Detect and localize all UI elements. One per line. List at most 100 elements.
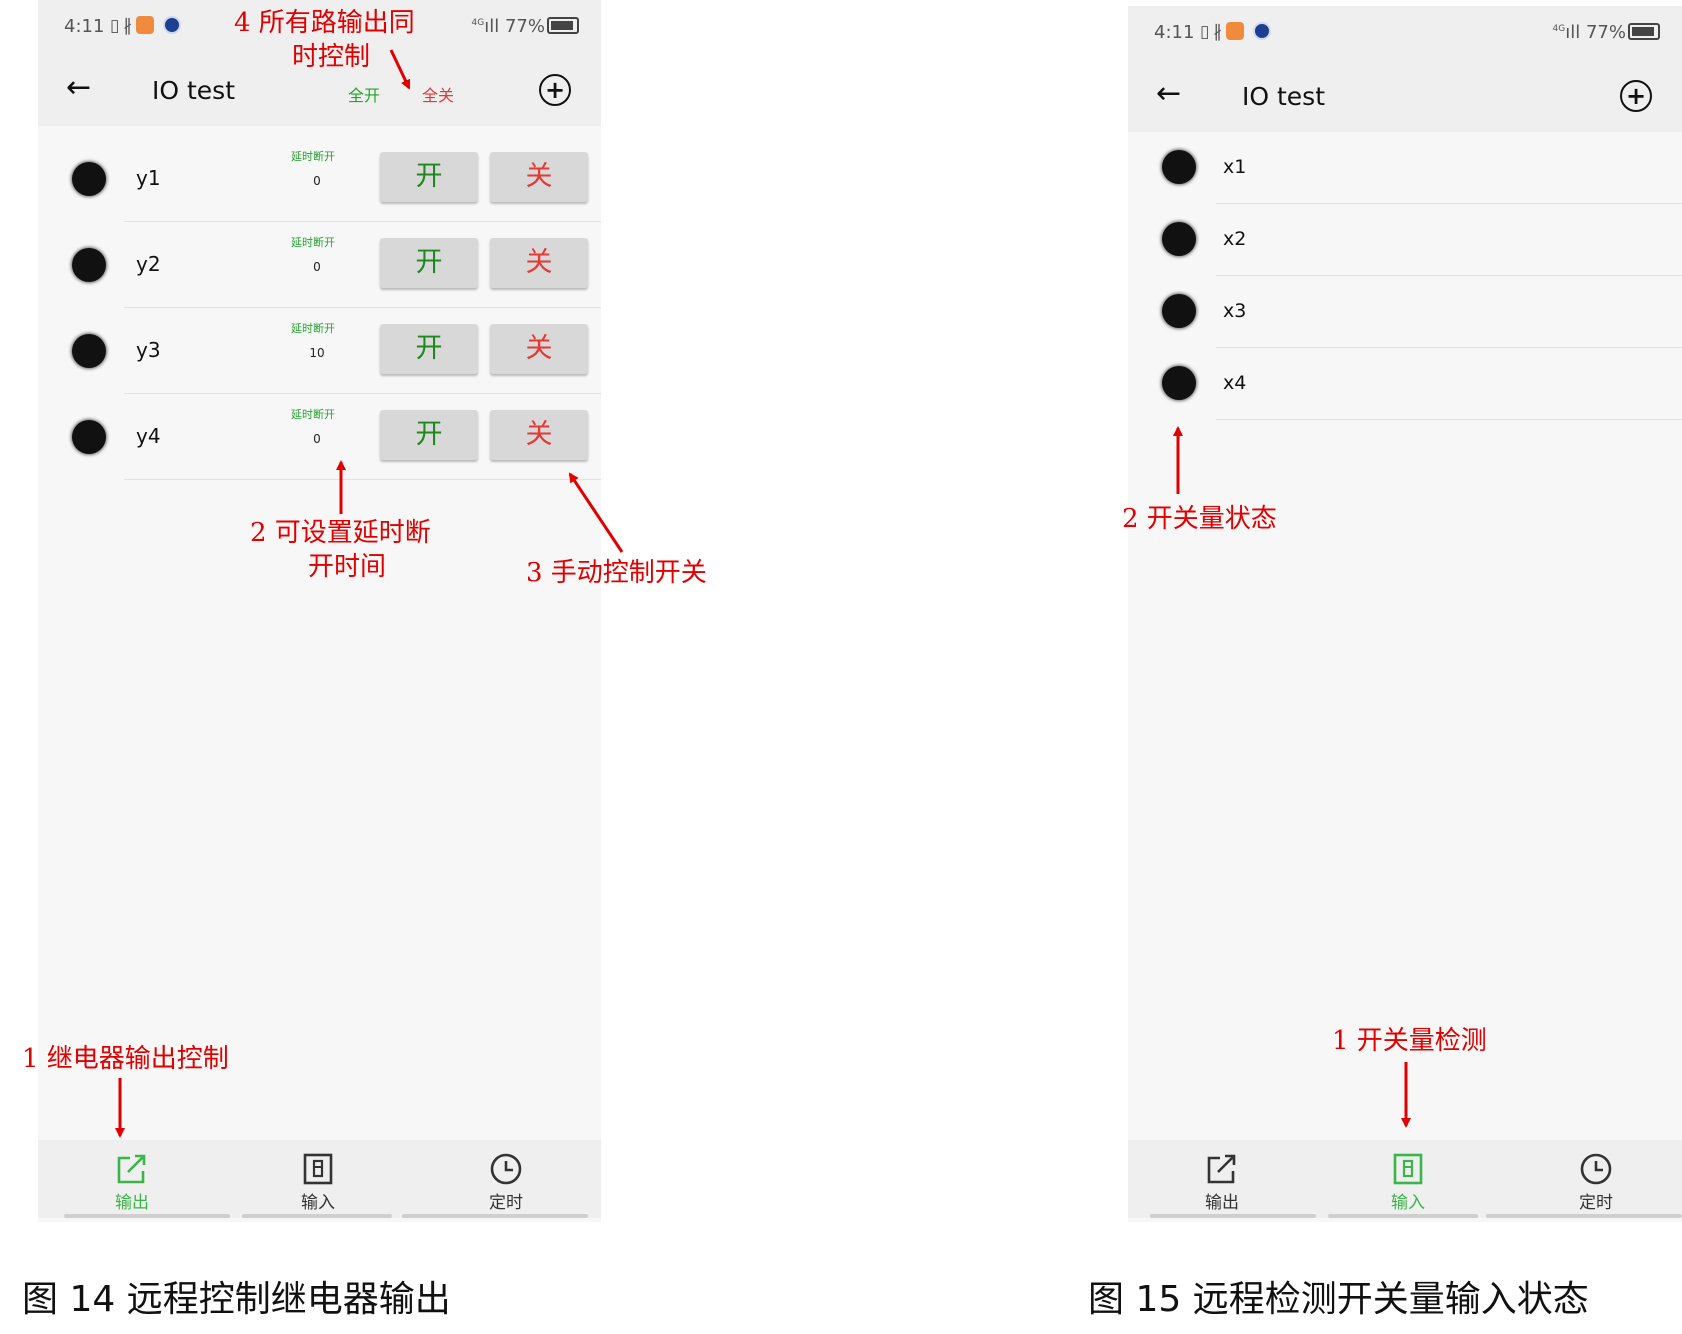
clock-icon	[490, 1153, 522, 1185]
tab-indicator	[1486, 1214, 1682, 1218]
bluetooth-icon: ∦	[123, 16, 136, 36]
network-type: 4G	[471, 18, 485, 28]
tab-indicator	[1150, 1214, 1316, 1218]
row-divider	[124, 221, 601, 222]
system-icons: ▯∦	[110, 16, 182, 36]
all-on-button[interactable]: 全开	[348, 86, 381, 105]
input-status-indicator	[1162, 150, 1196, 184]
annotation-relay-output: 1 继电器输出控制	[22, 1044, 229, 1074]
tab-input[interactable]: 输入	[238, 1140, 398, 1218]
output-row: y3 延时断开 10 开 关	[38, 308, 601, 394]
annotation-line: 时控制	[292, 42, 371, 72]
status-time: 4:11	[64, 16, 105, 37]
off-button[interactable]: 关	[490, 238, 588, 288]
input-status-indicator	[1162, 222, 1196, 256]
output-name: y4	[136, 424, 161, 448]
tab-label: 输出	[115, 1193, 149, 1213]
tab-indicator	[242, 1214, 392, 1218]
battery-percent: 77%	[504, 16, 545, 37]
annotation-line: 2 可设置延时断	[250, 518, 431, 548]
figure-caption-15: 图 15 远程检测开关量输入状态	[1088, 1279, 1589, 1320]
row-divider	[1216, 203, 1682, 204]
off-button[interactable]: 关	[490, 152, 588, 202]
output-row: y1 延时断开 0 开 关	[38, 136, 601, 222]
delay-label: 延时断开	[291, 408, 335, 421]
add-circle-icon[interactable]: +	[539, 74, 571, 106]
input-panel-icon	[303, 1153, 333, 1185]
all-off-button[interactable]: 全关	[422, 86, 455, 105]
input-name: x2	[1223, 228, 1247, 250]
delay-input[interactable]: 0	[313, 432, 321, 446]
output-status-indicator	[72, 248, 106, 282]
input-name: x4	[1223, 372, 1247, 394]
input-panel-icon	[1393, 1153, 1423, 1185]
export-icon	[117, 1154, 146, 1184]
delay-input[interactable]: 0	[313, 174, 321, 188]
row-divider	[1216, 275, 1682, 276]
on-button[interactable]: 开	[380, 324, 478, 374]
tab-timer[interactable]: 定时	[426, 1140, 586, 1218]
bluetooth-icon: ∦	[1213, 22, 1226, 42]
tab-label: 定时	[1579, 1193, 1613, 1213]
signal-icon: ıll	[1565, 22, 1581, 43]
input-row: x3	[1128, 276, 1682, 348]
annotation-line: 4 所有路输出同	[234, 8, 415, 38]
system-icons: ▯∦	[1200, 22, 1272, 42]
row-divider	[124, 393, 601, 394]
on-button[interactable]: 开	[380, 410, 478, 460]
back-arrow-icon[interactable]: ←	[1156, 76, 1182, 111]
status-bar: 4:11 ▯∦ 4Gıll 77%	[38, 0, 601, 56]
annotation-switch-state: 2 开关量状态	[1122, 504, 1277, 534]
tab-label: 定时	[489, 1193, 523, 1213]
phone-screen-input: 4:11 ▯∦ 4Gıll 77% ← IO test + x1 x2 x3	[1128, 6, 1682, 1222]
delay-label: 延时断开	[291, 150, 335, 163]
battery-icon	[1628, 23, 1660, 40]
output-row: y4 延时断开 0 开 关	[38, 394, 601, 480]
phone-screen-output: 4:11 ▯∦ 4Gıll 77% ← IO test 全开 全关 + y1 延…	[38, 0, 601, 1222]
export-icon	[1207, 1154, 1236, 1184]
tab-output[interactable]: 输出	[1142, 1140, 1302, 1218]
output-status-indicator	[72, 420, 106, 454]
delay-label: 延时断开	[291, 236, 335, 249]
tab-timer[interactable]: 定时	[1516, 1140, 1676, 1218]
tab-label: 输入	[1391, 1193, 1425, 1213]
input-name: x1	[1223, 156, 1247, 178]
app-bar: ← IO test +	[1128, 62, 1682, 132]
input-status-indicator	[1162, 294, 1196, 328]
status-time: 4:11	[1154, 22, 1195, 43]
tab-output[interactable]: 输出	[52, 1140, 212, 1218]
tab-label: 输入	[301, 1193, 335, 1213]
row-divider	[1216, 347, 1682, 348]
on-button[interactable]: 开	[380, 152, 478, 202]
output-row: y2 延时断开 0 开 关	[38, 222, 601, 308]
camera-notification-icon	[1253, 22, 1272, 40]
annotation-line: 开时间	[308, 552, 387, 582]
input-row: x4	[1128, 348, 1682, 420]
output-status-indicator	[72, 162, 106, 196]
vibrate-icon: ▯	[110, 16, 124, 36]
add-circle-icon[interactable]: +	[1620, 80, 1652, 112]
bottom-nav: 输出 输入 定时	[38, 1140, 601, 1218]
camera-notification-icon	[163, 16, 182, 34]
back-arrow-icon[interactable]: ←	[66, 70, 92, 105]
delay-input[interactable]: 0	[313, 260, 321, 274]
annotation-manual-switch: 3 手动控制开关	[526, 558, 707, 588]
row-divider	[124, 479, 601, 480]
tab-input[interactable]: 输入	[1328, 1140, 1488, 1218]
status-bar: 4:11 ▯∦ 4Gıll 77%	[1128, 6, 1682, 62]
app-notification-icon	[135, 16, 154, 34]
on-button[interactable]: 开	[380, 238, 478, 288]
vibrate-icon: ▯	[1200, 22, 1214, 42]
delay-input[interactable]: 10	[309, 346, 325, 360]
status-right: 4Gıll 77%	[472, 16, 579, 37]
bottom-nav: 输出 输入 定时	[1128, 1140, 1682, 1218]
output-name: y2	[136, 252, 161, 276]
output-name: y1	[136, 166, 161, 190]
row-divider	[124, 307, 601, 308]
input-status-indicator	[1162, 366, 1196, 400]
off-button[interactable]: 关	[490, 410, 588, 460]
off-button[interactable]: 关	[490, 324, 588, 374]
tab-indicator	[64, 1214, 230, 1218]
tab-indicator	[402, 1214, 588, 1218]
page-title: IO test	[152, 76, 236, 105]
